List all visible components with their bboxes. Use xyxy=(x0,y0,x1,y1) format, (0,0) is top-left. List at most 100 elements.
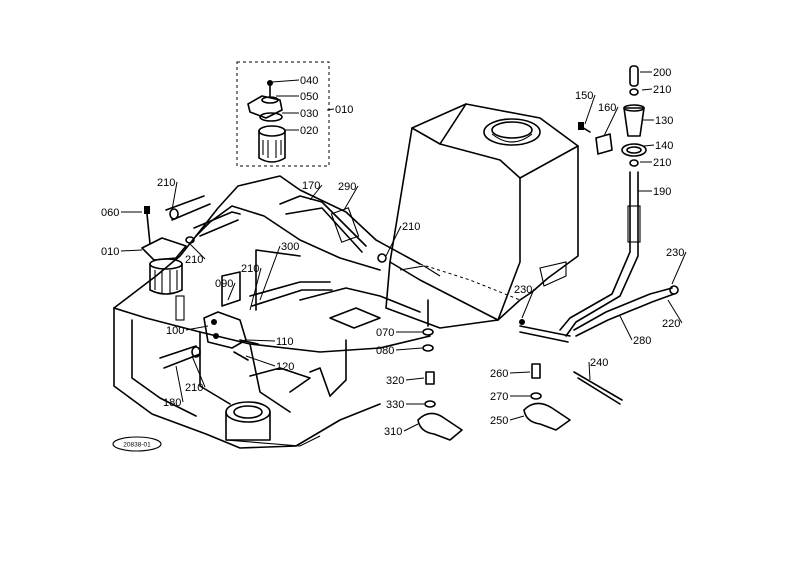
part-callout-010: 010 xyxy=(326,104,353,116)
part-callout-160: 160 xyxy=(598,102,619,137)
part-number-label: 260 xyxy=(490,368,508,380)
part-callout-030: 030 xyxy=(282,108,318,120)
part-number-label: 180 xyxy=(163,397,181,409)
part-callout-190: 190 xyxy=(638,186,671,198)
part-number-label: 140 xyxy=(655,140,673,152)
frame-drawing xyxy=(113,175,521,449)
part-number-label: 010 xyxy=(101,246,119,258)
leader-line xyxy=(171,181,178,211)
part-callout-320: 320 xyxy=(386,375,425,387)
leader-line xyxy=(245,355,276,367)
part-callout-310: 310 xyxy=(384,423,419,438)
part-callout-290: 290 xyxy=(338,181,359,211)
part-callout-210: 210 xyxy=(241,263,262,311)
part-callout-210: 210 xyxy=(185,243,206,266)
part-number-label: 130 xyxy=(655,115,673,127)
part-number-label: 060 xyxy=(101,207,119,219)
leader-line xyxy=(509,415,525,421)
hoses-drawing xyxy=(159,195,387,369)
leader-line xyxy=(671,251,687,285)
part-number-label: 220 xyxy=(662,318,680,330)
leader-line xyxy=(120,249,143,252)
part-number-label: 020 xyxy=(300,125,318,137)
inset-filter-drawing xyxy=(247,80,286,163)
part-number-label: 200 xyxy=(653,67,671,79)
filter-inset-box xyxy=(236,61,330,167)
part-number-label: 210 xyxy=(157,177,175,189)
part-number-label: 090 xyxy=(215,278,233,290)
part-callout-110: 110 xyxy=(245,336,294,348)
right-parts-drawing xyxy=(519,65,679,343)
part-number-label: 280 xyxy=(633,335,651,347)
part-callout-210: 210 xyxy=(640,157,671,169)
part-number-label: 290 xyxy=(338,181,356,193)
part-callout-210: 210 xyxy=(185,355,206,394)
part-number-label: 030 xyxy=(300,108,318,120)
part-number-label: 070 xyxy=(376,327,394,339)
part-callout-240: 240 xyxy=(588,357,608,381)
part-callout-210: 210 xyxy=(385,221,420,257)
part-number-label: 100 xyxy=(166,325,184,337)
part-callout-070: 070 xyxy=(376,327,422,339)
part-callout-270: 270 xyxy=(490,391,530,403)
leader-line xyxy=(584,94,596,125)
part-number-label: 330 xyxy=(386,399,404,411)
leader-line xyxy=(395,347,423,351)
leader-line xyxy=(326,108,335,111)
part-number-label: 210 xyxy=(185,382,203,394)
part-callout-010: 010 xyxy=(101,246,143,258)
part-callout-120: 120 xyxy=(245,355,294,373)
leader-line xyxy=(588,361,591,381)
leader-line xyxy=(271,79,300,83)
part-callout-140: 140 xyxy=(643,140,673,152)
part-callout-050: 050 xyxy=(276,91,318,103)
part-labels: 040 050 030 020 010 200 210 150 160 130 140 210 190 2… xyxy=(101,67,687,438)
leader-line xyxy=(191,355,206,388)
part-callout-250: 250 xyxy=(490,415,525,427)
part-callout-060: 060 xyxy=(101,207,142,219)
part-callout-230: 230 xyxy=(514,284,535,319)
part-number-label: 050 xyxy=(300,91,318,103)
part-callout-180: 180 xyxy=(163,365,184,409)
leader-line xyxy=(309,184,323,201)
part-callout-090: 090 xyxy=(215,278,236,301)
part-number-label: 240 xyxy=(590,357,608,369)
leader-line xyxy=(385,225,402,257)
part-number-label: 190 xyxy=(653,186,671,198)
part-callout-230: 230 xyxy=(666,247,687,285)
part-callout-220: 220 xyxy=(662,299,683,330)
part-callout-300: 300 xyxy=(259,241,299,301)
part-number-label: 250 xyxy=(490,415,508,427)
reference-stamp: 20838-01 xyxy=(112,436,162,452)
part-callout-130: 130 xyxy=(643,115,673,127)
part-callout-200: 200 xyxy=(640,67,671,79)
part-number-label: 210 xyxy=(653,84,671,96)
part-number-label: 170 xyxy=(302,180,320,192)
part-callout-210: 210 xyxy=(157,177,178,211)
leader-line xyxy=(189,243,206,260)
leader-line xyxy=(227,282,236,301)
fuel-cock-drawing xyxy=(175,295,259,361)
part-number-label: 310 xyxy=(384,426,402,438)
part-callout-330: 330 xyxy=(386,399,424,411)
part-number-label: 320 xyxy=(386,375,404,387)
leader-line xyxy=(643,144,655,147)
leader-line xyxy=(249,267,262,311)
reference-code: 20838-01 xyxy=(123,442,151,449)
part-number-label: 040 xyxy=(300,75,318,87)
leader-line xyxy=(509,371,531,374)
part-number-label: 230 xyxy=(666,247,684,259)
fuel-tank-drawing xyxy=(385,103,579,329)
part-number-label: 080 xyxy=(376,345,394,357)
part-number-label: 150 xyxy=(575,90,593,102)
leader-line xyxy=(245,339,276,342)
part-callout-020: 020 xyxy=(284,125,318,137)
leader-line xyxy=(667,299,683,324)
clamp-parts-drawing xyxy=(417,299,623,441)
leader-line xyxy=(259,245,281,301)
part-callout-210: 210 xyxy=(641,84,671,96)
leader-line xyxy=(343,185,359,211)
leader-line xyxy=(405,377,425,381)
part-number-label: 270 xyxy=(490,391,508,403)
